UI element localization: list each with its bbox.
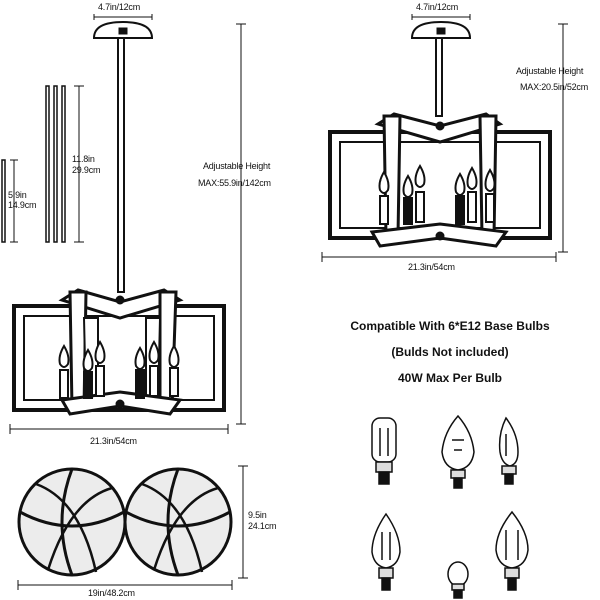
basketball-height-dimension-line xyxy=(238,465,248,579)
extension-rods-illustration xyxy=(1,85,66,243)
long-rod-length-label-cm: 29.9cm xyxy=(72,165,101,175)
right-height-dimension-line xyxy=(558,23,568,253)
flame-filament-bulb-icon xyxy=(498,416,519,485)
left-width-label: 21.3in/54cm xyxy=(90,436,137,446)
right-width-dimension-line xyxy=(321,252,557,262)
long-rod-length-label-in: 11.8in xyxy=(72,154,95,164)
right-canopy-width-label: 4.7in/12cm xyxy=(416,2,459,12)
right-height-label-line2: MAX:20.5in/52cm xyxy=(520,82,589,92)
short-rod-length-label-in: 5.9in xyxy=(8,190,27,200)
candle-bulb-icon xyxy=(371,512,401,591)
left-height-dimension-line xyxy=(236,23,246,425)
short-rod-length-label-cm: 14.9cm xyxy=(8,200,37,210)
right-width-label: 21.3in/54cm xyxy=(408,262,455,272)
basketball-height-label-cm: 24.1cm xyxy=(248,521,277,531)
basketball-right-illustration xyxy=(123,467,233,577)
left-canopy-width-label: 4.7in/12cm xyxy=(98,2,141,12)
left-chandelier-illustration xyxy=(12,20,226,416)
flame-tip-bulb-icon xyxy=(441,414,475,489)
left-width-dimension-line xyxy=(9,424,229,434)
rod-length-dimension-lines xyxy=(10,85,84,243)
left-height-label-line2: MAX:55.9in/142cm xyxy=(198,178,271,188)
bulbs-not-included-note: (Bulds Not included) xyxy=(391,345,509,359)
bulb-wattage-note: 40W Max Per Bulb xyxy=(397,371,503,385)
left-canopy-dimension xyxy=(93,14,153,20)
bulb-compatibility-heading: Compatible With 6*E12 Base Bulbs xyxy=(350,319,550,333)
tubular-bulb-icon xyxy=(371,417,397,485)
basketball-left-illustration xyxy=(17,467,127,577)
candle-led-bulb-icon xyxy=(495,510,529,591)
basketball-height-label-in: 9.5in xyxy=(248,510,267,520)
basketball-width-label: 19in/48.2cm xyxy=(88,588,135,598)
left-height-label-line1: Adjustable Height xyxy=(203,161,271,171)
right-canopy-dimension xyxy=(411,14,471,20)
small-globe-bulb-icon xyxy=(447,561,469,599)
right-height-label-line1: Adjustable Height xyxy=(516,66,584,76)
basketball-width-dimension-line xyxy=(17,580,233,590)
right-chandelier-illustration xyxy=(328,20,552,248)
